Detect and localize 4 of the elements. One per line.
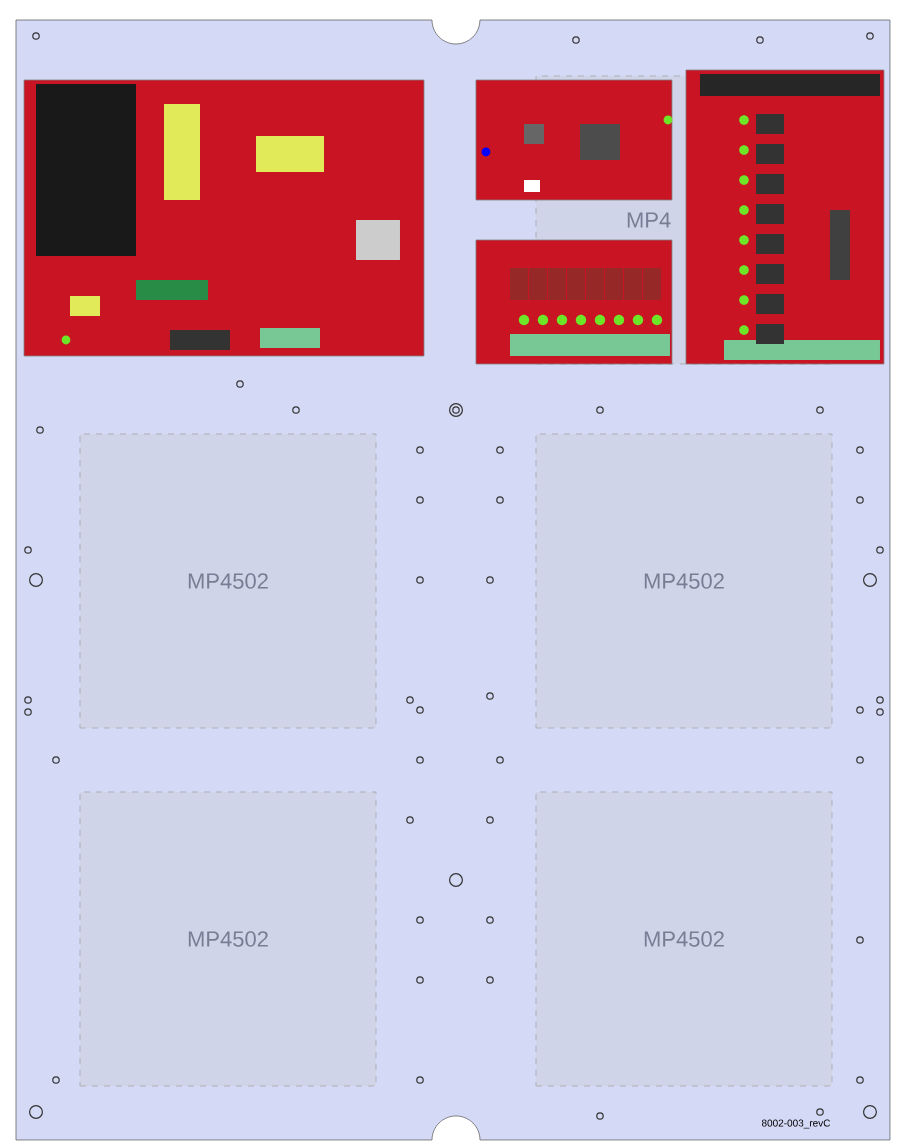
mounting-area: MP4502 <box>535 433 833 729</box>
mounting-area: MP4502 <box>535 791 833 1087</box>
mounting-area: MP4502 <box>79 433 377 729</box>
mounting-area: MP4502 <box>79 791 377 1087</box>
